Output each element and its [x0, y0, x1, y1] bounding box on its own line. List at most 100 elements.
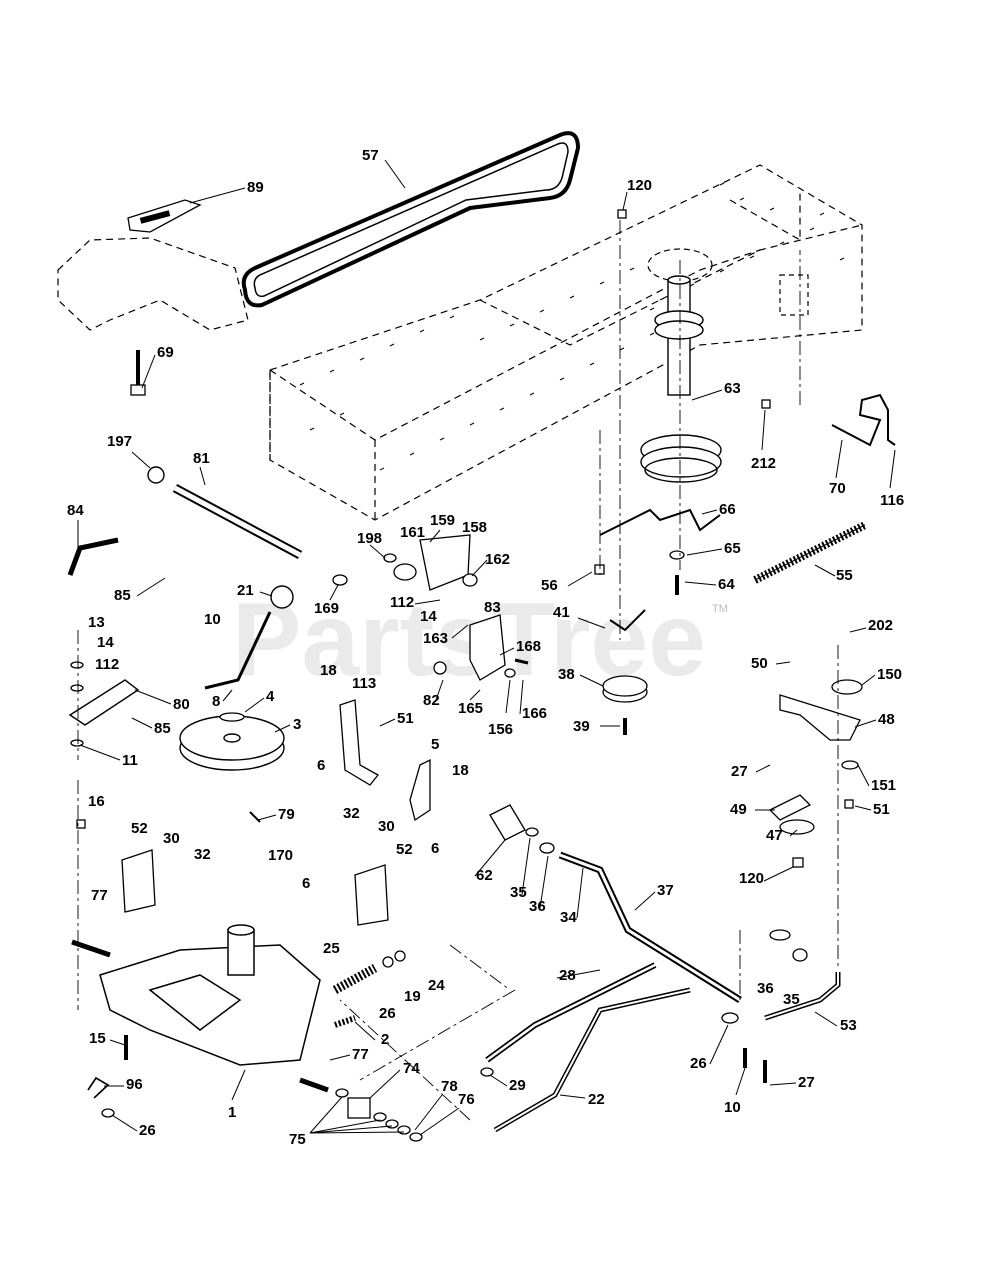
knob-21: [270, 585, 294, 609]
bracket-49: [768, 794, 812, 821]
callout-78: 78: [441, 1078, 458, 1095]
callout-66: 66: [719, 501, 736, 518]
callout-26: 26: [139, 1122, 156, 1139]
rod-28-inner: [486, 963, 656, 1062]
drive-belt-inner: [253, 142, 569, 298]
bracket-30-left: [121, 849, 156, 913]
leader-lines: [77, 159, 896, 1136]
callout-6: 6: [317, 757, 325, 774]
callout-36: 36: [757, 980, 774, 997]
callout-10: 10: [724, 1099, 741, 1116]
callout-50: 50: [751, 655, 768, 672]
bracket-80: [68, 679, 140, 726]
callout-6: 6: [302, 875, 310, 892]
callout-18: 18: [452, 762, 469, 779]
callout-76: 76: [458, 1091, 475, 1108]
bracket-113: [339, 699, 379, 786]
frame-outline: [57, 164, 863, 521]
callout-151: 151: [871, 777, 896, 794]
callout-65: 65: [724, 540, 741, 557]
callout-52: 52: [396, 841, 413, 858]
transaxle: [71, 924, 329, 1093]
callout-30: 30: [163, 830, 180, 847]
callout-81: 81: [193, 450, 210, 467]
callout-49: 49: [730, 801, 747, 818]
callout-83: 83: [484, 599, 501, 616]
idler-bracket: [393, 534, 478, 591]
callout-37: 37: [657, 882, 674, 899]
callout-38: 38: [558, 666, 575, 683]
callout-16: 16: [88, 793, 105, 810]
callout-21: 21: [237, 582, 254, 599]
rod-22: [493, 987, 691, 1133]
callout-27: 27: [798, 1074, 815, 1091]
bracket-165: [469, 614, 506, 681]
callout-82: 82: [423, 692, 440, 709]
callout-161: 161: [400, 524, 425, 541]
wire-66: [599, 508, 721, 536]
callout-5: 5: [431, 736, 439, 753]
frame-hole: [647, 248, 713, 282]
callout-48: 48: [878, 711, 895, 728]
callout-3: 3: [293, 716, 301, 733]
callout-14: 14: [97, 634, 114, 651]
callout-56: 56: [541, 577, 558, 594]
callout-69: 69: [157, 344, 174, 361]
callout-57: 57: [362, 147, 379, 164]
center-lines: [77, 220, 839, 1121]
callout-14: 14: [420, 608, 437, 625]
callout-35: 35: [510, 884, 527, 901]
callout-25: 25: [323, 940, 340, 957]
rod-34-inner: [559, 853, 741, 1002]
drive-belt: [241, 131, 581, 308]
callout-13: 13: [88, 614, 105, 631]
pulley-47: [779, 819, 815, 835]
frame-bracket: [779, 274, 809, 316]
callout-2: 2: [381, 1031, 389, 1048]
spring-2: [334, 1015, 356, 1028]
callout-26: 26: [690, 1055, 707, 1072]
callout-51: 51: [873, 801, 890, 818]
spring-55-core: [754, 524, 866, 581]
callout-77: 77: [91, 887, 108, 904]
callout-52: 52: [131, 820, 148, 837]
callout-212: 212: [751, 455, 776, 472]
callout-10: 10: [204, 611, 221, 628]
callout-47: 47: [766, 827, 783, 844]
bolt-69-head: [130, 384, 146, 396]
callout-163: 163: [423, 630, 448, 647]
callout-166: 166: [522, 705, 547, 722]
callout-79: 79: [278, 806, 295, 823]
callout-30: 30: [378, 818, 395, 835]
washer-26-left: [101, 1108, 115, 1118]
callout-15: 15: [89, 1030, 106, 1047]
frame-holes: [299, 182, 845, 471]
callout-41: 41: [553, 604, 570, 621]
rod-53-inner: [764, 972, 839, 1019]
callout-22: 22: [588, 1091, 605, 1108]
washer-stack: [335, 1088, 423, 1142]
engine-pulley: [640, 275, 722, 483]
hairpin-96: [87, 1076, 110, 1099]
callout-74: 74: [403, 1060, 420, 1077]
callout-156: 156: [488, 721, 513, 738]
callout-24: 24: [428, 977, 445, 994]
callout-35: 35: [783, 991, 800, 1008]
callout-75: 75: [289, 1131, 306, 1148]
shaft-81-inner: [173, 485, 302, 558]
callout-1: 1: [228, 1104, 236, 1121]
callout-120: 120: [739, 870, 764, 887]
callout-150: 150: [877, 666, 902, 683]
callout-55: 55: [836, 567, 853, 584]
callout-18: 18: [320, 662, 337, 679]
callout-53: 53: [840, 1017, 857, 1034]
callout-28: 28: [559, 967, 576, 984]
bushing-197: [147, 466, 165, 484]
callout-165: 165: [458, 700, 483, 717]
callout-158: 158: [462, 519, 487, 536]
idler-pulley-38: [602, 675, 648, 703]
callout-169: 169: [314, 600, 339, 617]
spacer-150: [831, 679, 863, 695]
bushing-62: [489, 804, 526, 841]
transmission-pulley: [179, 715, 285, 771]
